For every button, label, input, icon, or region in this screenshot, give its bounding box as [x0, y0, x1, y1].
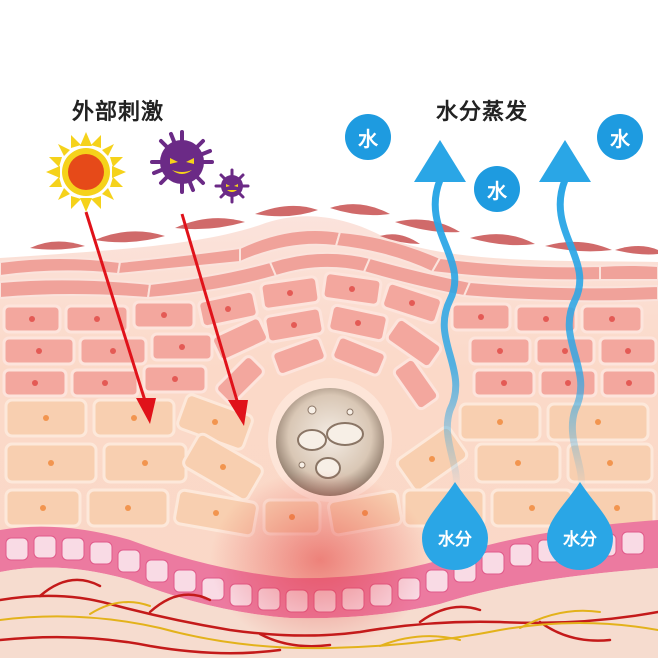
water-bubble: 水 [474, 166, 520, 212]
virus-icon-small [214, 168, 250, 204]
stratum-spinosum-cells [2, 271, 658, 411]
water-droplet-icon [422, 482, 613, 570]
down-arrow-icon [180, 213, 240, 405]
inflammation-glow [210, 470, 430, 650]
water-evaporation-label: 水分蒸发 [436, 100, 529, 125]
water-bubble: 水 [345, 114, 391, 160]
external-stimulus-label: 外部刺激 [72, 100, 165, 125]
stimulus-arrows [84, 211, 248, 426]
down-arrow-icon [84, 211, 148, 405]
water-evaporation-arrows [414, 140, 591, 494]
spinosum-nuclei [29, 286, 632, 386]
stratum-granulosum [0, 229, 658, 303]
virus-icon-large [150, 130, 214, 194]
damaged-cell-icon [268, 378, 392, 502]
up-arrow-icon [556, 176, 585, 494]
nerves [0, 601, 658, 650]
dermis [0, 567, 658, 658]
up-arrow-icon [431, 176, 460, 494]
stratum-corneum-flakes [30, 204, 658, 255]
water-droplet-label: 水分 [563, 530, 597, 550]
sun-icon [46, 132, 126, 212]
water-bubble: 水 [597, 114, 643, 160]
water-droplet-label: 水分 [438, 530, 472, 550]
